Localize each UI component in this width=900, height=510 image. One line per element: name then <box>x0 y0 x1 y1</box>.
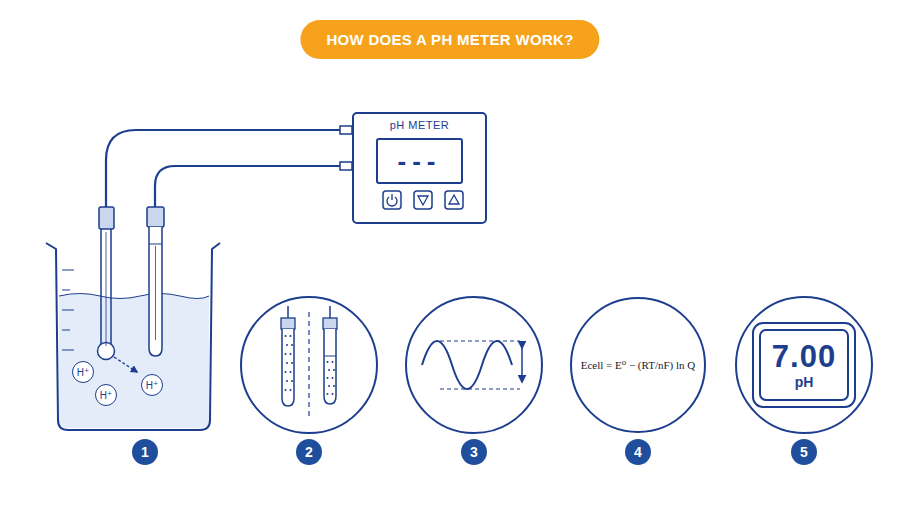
electrode-cap <box>99 207 114 229</box>
electrolyte-dot <box>328 385 330 387</box>
up-button <box>445 191 463 209</box>
cable <box>106 130 344 207</box>
title-pill: HOW DOES A PH METER WORK? <box>300 20 599 59</box>
node-text: 1 <box>141 444 149 460</box>
step-number: 2 <box>296 439 322 465</box>
node-text: H⁺ <box>146 380 159 391</box>
lead-wire <box>329 306 331 318</box>
reference-electrode <box>149 227 162 356</box>
down-icon <box>418 196 428 205</box>
amplitude-line <box>440 341 520 342</box>
inner-wire <box>106 232 107 346</box>
electrolyte-dot <box>328 369 330 371</box>
cable-connector <box>340 162 352 170</box>
step-number: 4 <box>625 439 651 465</box>
step-circle <box>406 297 542 433</box>
electrolyte-dot <box>327 361 329 363</box>
electrolyte-dot <box>290 371 292 373</box>
electrolyte-dot <box>286 362 288 364</box>
cable-connector <box>340 126 352 134</box>
node-text: 4 <box>634 444 642 460</box>
electrode-cap <box>281 318 295 329</box>
step-number: 5 <box>791 439 817 465</box>
node-text: H⁺ <box>77 367 90 378</box>
electrolyte-dot <box>291 380 293 382</box>
step-circle <box>241 297 377 433</box>
divider-line <box>308 312 309 418</box>
electrode-tube <box>282 329 294 406</box>
electrolyte-dot <box>291 344 293 346</box>
electrolyte-dot <box>286 344 288 346</box>
electrolyte-dot <box>285 389 287 391</box>
ph-readout: 7.00 pH <box>759 329 849 401</box>
cable <box>155 166 344 207</box>
lead-wire <box>287 306 289 318</box>
meter-display: --- <box>376 138 463 184</box>
electrode-tube <box>324 329 336 404</box>
step-circle <box>736 297 872 433</box>
node-text: --- <box>398 148 442 174</box>
electrolyte-dot <box>332 361 334 363</box>
step-number: 3 <box>461 439 487 465</box>
node-text: pH METER <box>390 119 450 131</box>
electrode-cap <box>323 318 337 329</box>
voltage-arrow <box>521 348 523 382</box>
electrode-band <box>149 244 162 245</box>
power-icon <box>387 194 397 206</box>
electrolyte-dot <box>333 369 335 371</box>
step-number: 1 <box>132 439 158 465</box>
inner-wire <box>155 246 156 340</box>
solution <box>59 294 209 429</box>
meter-body <box>352 112 487 224</box>
fill-level <box>324 356 336 357</box>
ion-arrow <box>114 357 137 372</box>
node-text: 3 <box>470 444 478 460</box>
meter-box: pH METER --- <box>352 112 487 224</box>
electrolyte-dot <box>332 393 334 395</box>
formula-circle: Ecell = E⁰ − (RT/nF) ln Q <box>570 297 706 433</box>
electrolyte-dot <box>332 377 334 379</box>
electrolyte-dot <box>286 380 288 382</box>
node-text: 5 <box>800 444 808 460</box>
electrolyte-dot <box>285 335 287 337</box>
node-text: H⁺ <box>100 390 113 401</box>
electrolyte-dot <box>333 385 335 387</box>
liquid-surface <box>59 294 209 299</box>
electrolyte-dot <box>291 362 293 364</box>
hydrogen-ion: H⁺ <box>95 384 117 406</box>
electrolyte-dot <box>285 371 287 373</box>
amplitude-line <box>440 389 520 390</box>
signal-wave <box>422 341 512 389</box>
hydrogen-ion: H⁺ <box>72 361 94 383</box>
up-icon <box>449 195 459 204</box>
electrolyte-dots <box>285 335 336 395</box>
electrolyte-dot <box>290 389 292 391</box>
node-text: pH <box>795 374 814 390</box>
down-button <box>414 191 432 209</box>
screen-frame <box>753 323 855 407</box>
hydrogen-ion: H⁺ <box>141 374 163 396</box>
graduation-marks <box>62 270 74 350</box>
beaker <box>46 243 220 430</box>
electrolyte-dot <box>285 353 287 355</box>
node-text: 7.00 <box>772 341 836 372</box>
electrolyte-dot <box>290 335 292 337</box>
node-text: Ecell = E⁰ − (RT/nF) ln Q <box>581 358 696 372</box>
electrode-cap <box>147 207 164 227</box>
power-button <box>383 191 401 209</box>
electrolyte-dot <box>327 393 329 395</box>
electrolyte-dot <box>327 377 329 379</box>
electrolyte-dot <box>290 353 292 355</box>
node-text: 2 <box>305 444 313 460</box>
